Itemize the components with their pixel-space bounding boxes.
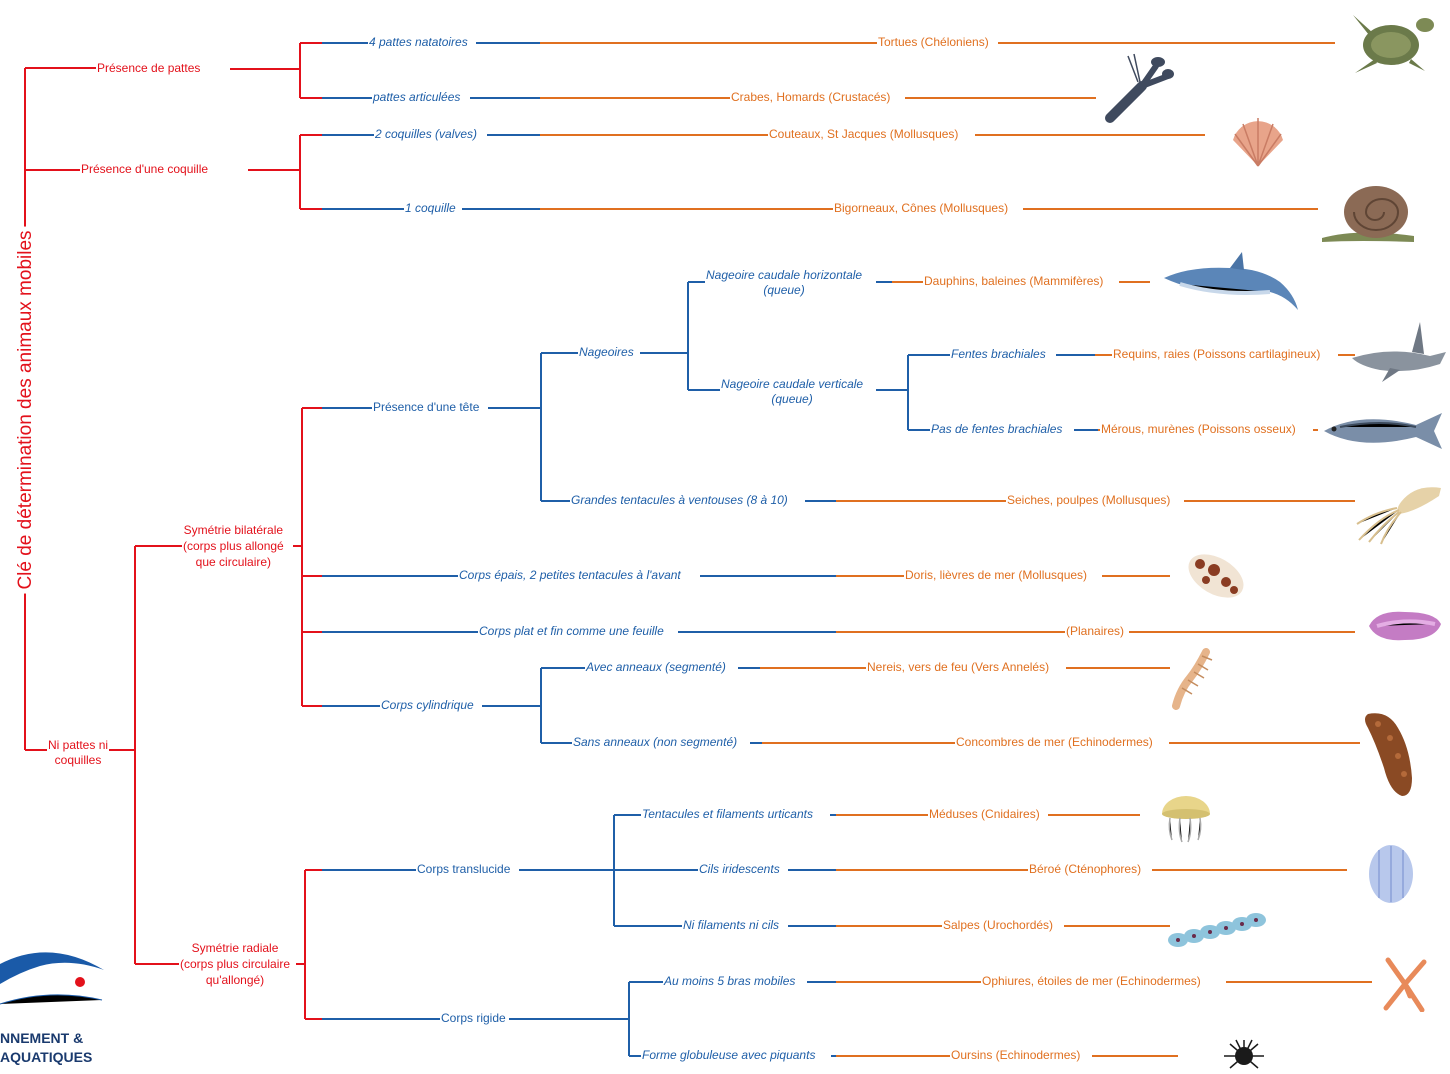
result-beroe: Béroé (Cténophores) xyxy=(1028,862,1143,876)
result-couteaux: Couteaux, St Jacques (Mollusques) xyxy=(768,127,960,141)
criterion-nageoires: Nageoires xyxy=(578,345,635,359)
criterion-corps-rigide: Corps rigide xyxy=(440,1011,507,1025)
starfish-icon xyxy=(1383,957,1427,1012)
result-bigorneaux: Bigorneaux, Cônes (Mollusques) xyxy=(833,201,1010,215)
annelid-worm-icon xyxy=(1172,648,1213,710)
criterion-corps-epais: Corps épais, 2 petites tentacules à l'av… xyxy=(458,568,682,582)
label-presence-coquille: Présence d'une coquille xyxy=(80,162,210,176)
shark-icon xyxy=(1352,322,1446,382)
logo-wave-icon xyxy=(0,952,104,1005)
criterion-pas-fentes-brachiales: Pas de fentes brachiales xyxy=(930,422,1064,436)
criterion-deux-coquilles: 2 coquilles (valves) xyxy=(374,127,479,141)
result-seiches: Seiches, poulpes (Mollusques) xyxy=(1006,493,1172,507)
sea-cucumber-icon xyxy=(1365,713,1412,796)
result-ophiures: Ophiures, étoiles de mer (Echinodermes) xyxy=(981,974,1202,988)
diagram-title: Clé de détermination des animaux mobiles xyxy=(15,226,37,594)
sea-slug-icon xyxy=(1188,554,1244,598)
lobster-icon xyxy=(1105,53,1174,123)
ctenophore-icon xyxy=(1369,845,1413,903)
logo-text-line1: NNEMENT & xyxy=(0,1030,84,1046)
criterion-sans-anneaux: Sans anneaux (non segmenté) xyxy=(572,735,739,749)
criterion-tentacules-urticants: Tentacules et filaments urticants xyxy=(641,807,814,821)
fish-icon xyxy=(1324,413,1442,449)
criterion-une-coquille: 1 coquille xyxy=(404,201,457,215)
criterion-pattes-natatoires: 4 pattes natatoires xyxy=(368,35,469,49)
jellyfish-icon xyxy=(1162,796,1210,843)
squid-icon xyxy=(1356,487,1441,545)
criterion-corps-cylindrique: Corps cylindrique xyxy=(380,698,475,712)
criterion-forme-globuleuse: Forme globuleuse avec piquants xyxy=(641,1048,817,1062)
logo-text-line2: AQUATIQUES xyxy=(0,1049,93,1065)
result-salpes: Salpes (Urochordés) xyxy=(942,918,1055,932)
result-meduses: Méduses (Cnidaires) xyxy=(928,807,1041,821)
result-tortues: Tortues (Chéloniens) xyxy=(877,35,990,49)
criterion-nageoire-verticale: Nageoire caudale verticale(queue) xyxy=(720,377,865,407)
criterion-pattes-articulees: pattes articulées xyxy=(372,90,462,104)
snail-icon xyxy=(1322,186,1414,242)
result-nereis: Nereis, vers de feu (Vers Annelés) xyxy=(866,660,1051,674)
result-doris: Doris, lièvres de mer (Mollusques) xyxy=(904,568,1089,582)
criterion-presence-tete: Présence d'une tête xyxy=(372,400,481,414)
criterion-avec-anneaux: Avec anneaux (segmenté) xyxy=(585,660,727,674)
salp-icon xyxy=(1168,913,1266,947)
scallop-icon xyxy=(1233,118,1283,167)
sea-urchin-icon xyxy=(1224,1039,1264,1069)
criterion-corps-translucide: Corps translucide xyxy=(416,862,512,876)
result-crabes: Crabes, Homards (Crustacés) xyxy=(730,90,892,104)
result-merous: Mérous, murènes (Poissons osseux) xyxy=(1100,422,1297,436)
criterion-corps-plat: Corps plat et fin comme une feuille xyxy=(478,624,665,638)
criterion-nageoire-horizontale: Nageoire caudale horizontale(queue) xyxy=(705,268,864,298)
criterion-cils-iridescents: Cils iridescents xyxy=(698,862,781,876)
result-concombres: Concombres de mer (Echinodermes) xyxy=(955,735,1154,749)
result-requins: Requins, raies (Poissons cartilagineux) xyxy=(1112,347,1322,361)
dolphin-icon xyxy=(1164,252,1298,310)
criterion-grandes-tentacules: Grandes tentacules à ventouses (8 à 10) xyxy=(570,493,789,507)
turtle-icon xyxy=(1353,15,1434,73)
criterion-ni-filaments-ni-cils: Ni filaments ni cils xyxy=(682,918,781,932)
flatworm-icon xyxy=(1369,611,1441,641)
result-oursins: Oursins (Echinodermes) xyxy=(950,1048,1082,1062)
result-planaires: (Planaires) xyxy=(1065,624,1126,638)
label-presence-pattes: Présence de pattes xyxy=(96,61,202,75)
criterion-cinq-bras: Au moins 5 bras mobiles xyxy=(663,974,797,988)
criterion-fentes-brachiales: Fentes brachiales xyxy=(950,347,1047,361)
result-dauphins: Dauphins, baleines (Mammifères) xyxy=(923,274,1105,288)
